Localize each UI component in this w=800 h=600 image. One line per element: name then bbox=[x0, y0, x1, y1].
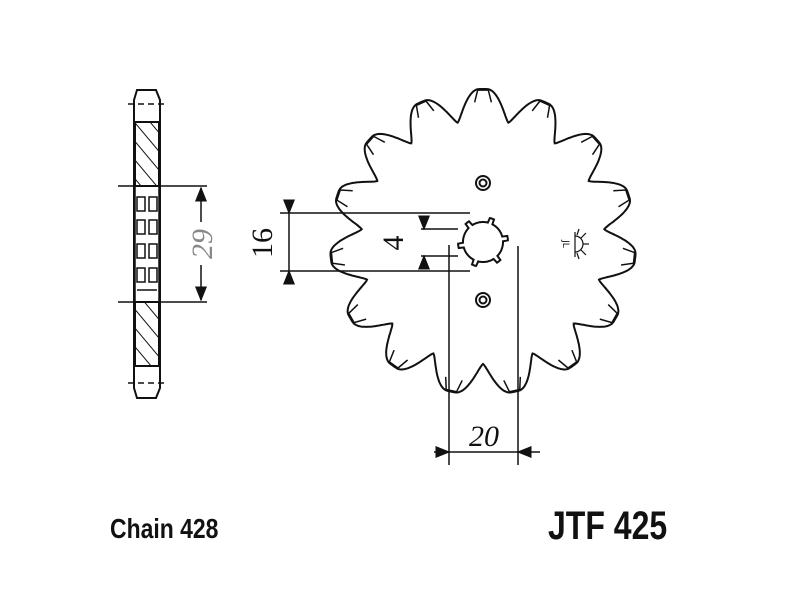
tooth-tip bbox=[415, 100, 435, 118]
tooth-tips bbox=[330, 89, 636, 393]
svg-text:JL: JL bbox=[560, 239, 570, 248]
dim-16-label: 16 bbox=[246, 228, 279, 258]
dim-16 bbox=[280, 199, 470, 285]
tooth-tip bbox=[531, 100, 551, 118]
dim-29-label: 29 bbox=[186, 229, 219, 259]
splined-bore bbox=[457, 216, 509, 268]
tooth-tip bbox=[580, 135, 601, 156]
chain-label: Chain 428 bbox=[110, 514, 218, 545]
bolt-hole-bottom-inner bbox=[478, 295, 488, 305]
tooth-tip bbox=[613, 189, 630, 208]
part-number: JTF 425 bbox=[548, 503, 667, 548]
dim-4-label: 4 bbox=[377, 236, 410, 251]
hatched-section-top bbox=[134, 121, 160, 187]
tooth-tip bbox=[473, 89, 493, 103]
tooth-tip bbox=[347, 304, 367, 324]
side-view bbox=[118, 89, 207, 399]
dim-20-label: 20 bbox=[469, 420, 499, 453]
bolt-hole-top bbox=[475, 175, 491, 191]
tooth-tip bbox=[330, 247, 346, 266]
bolt-hole-top-inner bbox=[478, 178, 488, 188]
tooth-tip bbox=[557, 349, 578, 369]
spline-section bbox=[134, 186, 160, 302]
side-profile bbox=[133, 89, 161, 399]
tooth-tip bbox=[365, 135, 386, 156]
sprocket-outline bbox=[329, 88, 637, 394]
hatched-section-bottom bbox=[134, 301, 160, 367]
tooth-tip bbox=[503, 376, 522, 393]
tooth-tip bbox=[388, 349, 409, 369]
dim-4 bbox=[418, 215, 458, 270]
tooth-tip bbox=[444, 376, 463, 393]
dim-20 bbox=[434, 245, 540, 465]
front-view: JL bbox=[280, 88, 637, 465]
tooth-tip bbox=[620, 247, 636, 266]
bolt-hole-bottom bbox=[475, 292, 491, 308]
tooth-tip bbox=[336, 189, 353, 208]
tooth-tip bbox=[599, 304, 619, 324]
sun-symbol-icon: JL bbox=[560, 228, 589, 260]
